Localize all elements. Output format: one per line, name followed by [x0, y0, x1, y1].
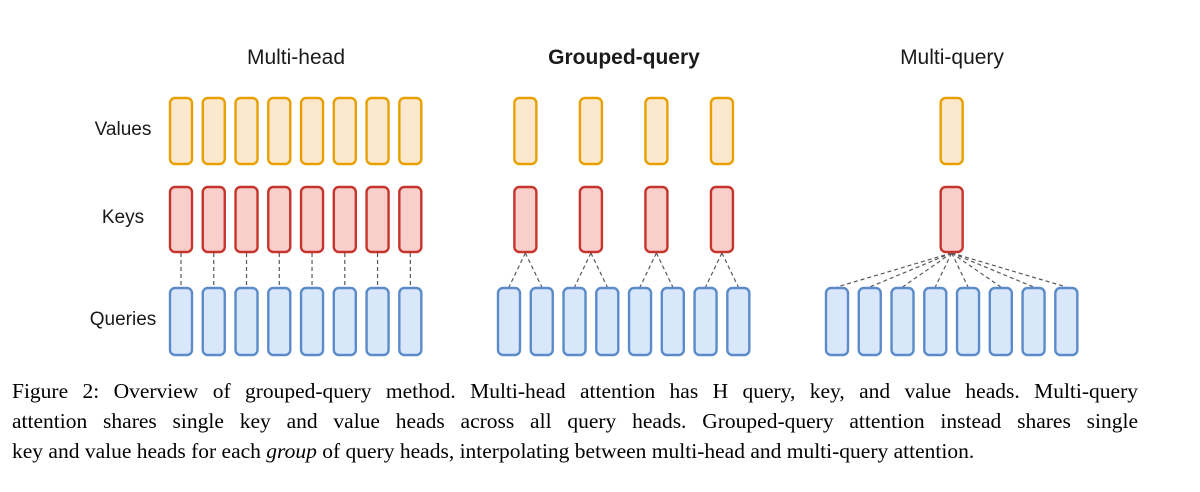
query-head-box: [496, 286, 522, 357]
query-head-box: [595, 286, 620, 357]
key-query-connector: [573, 252, 592, 288]
caption-line-3-italic: group: [266, 439, 317, 463]
key-query-connector: [869, 252, 952, 288]
key-query-connector: [524, 252, 543, 288]
query-head-box: [234, 286, 259, 357]
key-query-connector: [590, 252, 608, 288]
query-head-box: [365, 286, 390, 357]
key-query-connector: [655, 252, 674, 288]
value-head-box: [644, 96, 669, 166]
key-head-box: [201, 185, 226, 254]
value-head-box: [299, 96, 325, 166]
key-head-box: [332, 185, 357, 254]
caption-line-1: Figure 2: Overview of grouped-query meth…: [12, 379, 1138, 403]
value-head-box: [234, 96, 259, 166]
value-head-box: [332, 96, 357, 166]
query-head-box: [726, 286, 751, 357]
query-head-box: [1021, 286, 1046, 357]
caption-line-3: key and value heads for each group of qu…: [12, 436, 1138, 466]
value-head-box: [578, 96, 604, 166]
query-head-box: [299, 286, 325, 357]
key-query-connector: [721, 252, 739, 288]
key-query-connector: [934, 252, 953, 288]
value-head-box: [168, 96, 194, 166]
key-head-box: [709, 185, 735, 254]
key-head-box: [513, 185, 538, 254]
panel-title-multi-head: Multi-head: [246, 46, 346, 69]
query-head-box: [529, 286, 554, 357]
query-head-box: [660, 286, 685, 357]
key-query-connector: [951, 252, 969, 288]
query-head-box: [267, 286, 292, 357]
key-head-box: [578, 185, 604, 254]
query-head-box: [201, 286, 226, 357]
value-head-box: [513, 96, 538, 166]
value-head-box: [398, 96, 423, 166]
caption-line-3-pre: key and value heads for each: [12, 439, 267, 463]
query-head-box: [332, 286, 357, 357]
query-head-box: [923, 286, 948, 357]
query-head-box: [988, 286, 1013, 357]
row-label-values: Values: [94, 119, 152, 140]
panel-title-grouped-query: Grouped-query: [548, 46, 700, 69]
query-head-box: [824, 286, 850, 357]
key-head-box: [398, 185, 423, 254]
key-query-connector: [902, 252, 953, 288]
query-head-box: [562, 286, 587, 357]
attention-heads-diagram: [168, 96, 1079, 357]
key-query-connector: [951, 252, 1034, 288]
caption-line-2: attention shares single key and value he…: [12, 409, 1138, 433]
figure-caption: Figure 2: Overview of grouped-query meth…: [12, 376, 1138, 466]
row-label-keys: Keys: [101, 207, 145, 228]
key-head-box: [299, 185, 325, 254]
query-head-box: [168, 286, 194, 357]
figure-2-diagram: Multi-head Grouped-query Multi-query Val…: [89, 46, 1079, 357]
key-head-box: [939, 185, 964, 254]
key-query-connector: [639, 252, 657, 288]
query-head-box: [955, 286, 981, 357]
key-head-box: [365, 185, 390, 254]
key-head-box: [267, 185, 292, 254]
query-head-box: [693, 286, 718, 357]
row-label-queries: Queries: [89, 309, 157, 330]
key-query-connector: [508, 252, 526, 288]
value-head-box: [365, 96, 390, 166]
key-query-connector: [951, 252, 1067, 288]
key-query-connector: [705, 252, 723, 288]
key-head-box: [644, 185, 669, 254]
key-head-box: [234, 185, 259, 254]
panel-title-multi-query: Multi-query: [900, 46, 1004, 69]
caption-line-3-post: of query heads, interpolating between mu…: [316, 439, 975, 463]
value-head-box: [201, 96, 226, 166]
value-head-box: [939, 96, 964, 166]
key-head-box: [168, 185, 194, 254]
query-head-box: [1054, 286, 1079, 357]
value-head-box: [267, 96, 292, 166]
query-head-box: [857, 286, 882, 357]
key-query-connector: [951, 252, 1002, 288]
query-head-box: [398, 286, 423, 357]
key-query-connector: [836, 252, 952, 288]
query-head-box: [627, 286, 653, 357]
value-head-box: [709, 96, 735, 166]
query-head-box: [890, 286, 915, 357]
